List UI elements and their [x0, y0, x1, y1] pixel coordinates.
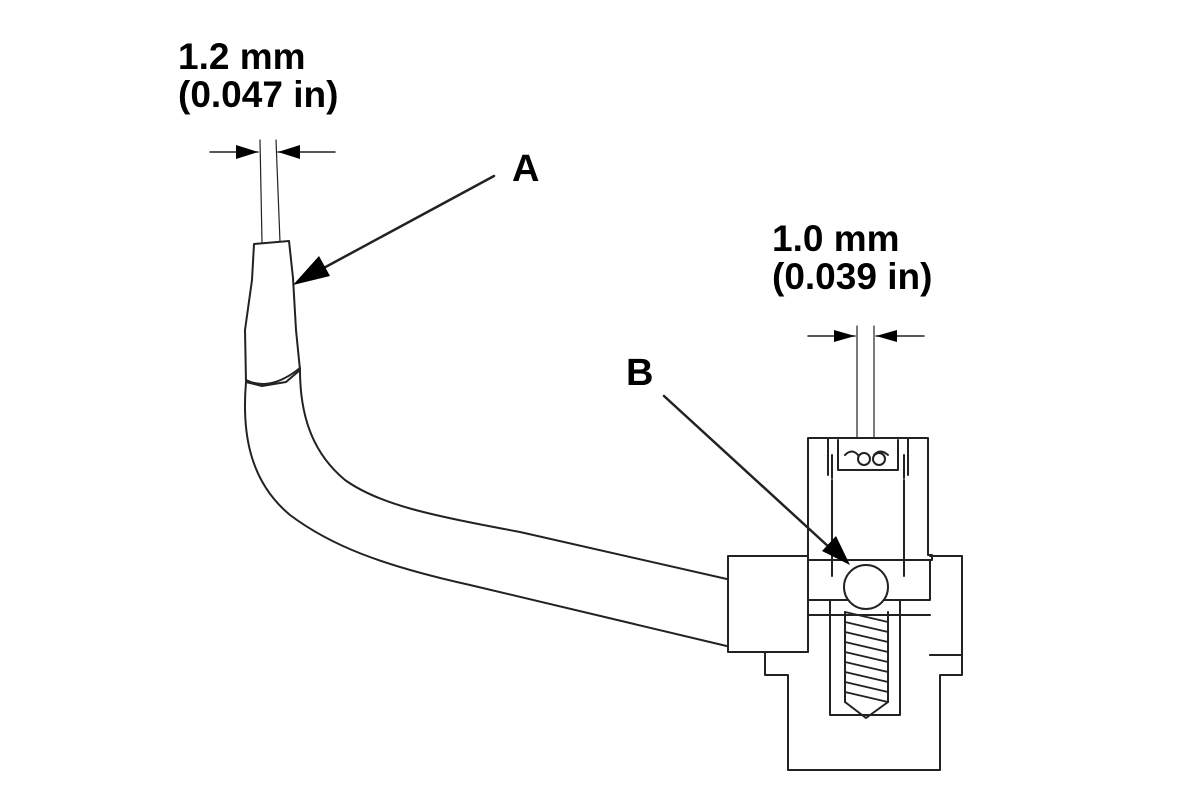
- dimension-a-metric: 1.2 mm: [178, 36, 306, 77]
- dimension-b-arrows: [807, 325, 925, 453]
- dimension-b-imperial: (0.039 in): [772, 256, 933, 297]
- dimension-a-arrows: [209, 139, 336, 243]
- dimension-a-imperial: (0.047 in): [178, 74, 339, 115]
- callout-b: B: [626, 352, 654, 394]
- wire-a: [243, 240, 804, 652]
- valve-body: [727, 437, 963, 771]
- leader-a: [293, 174, 496, 285]
- callout-a: A: [512, 148, 540, 190]
- dimension-a-label: 1.2 mm (0.047 in): [178, 38, 338, 114]
- leader-b: [662, 394, 850, 565]
- dimension-b-metric: 1.0 mm: [772, 218, 900, 259]
- dimension-b-label: 1.0 mm (0.039 in): [772, 220, 932, 296]
